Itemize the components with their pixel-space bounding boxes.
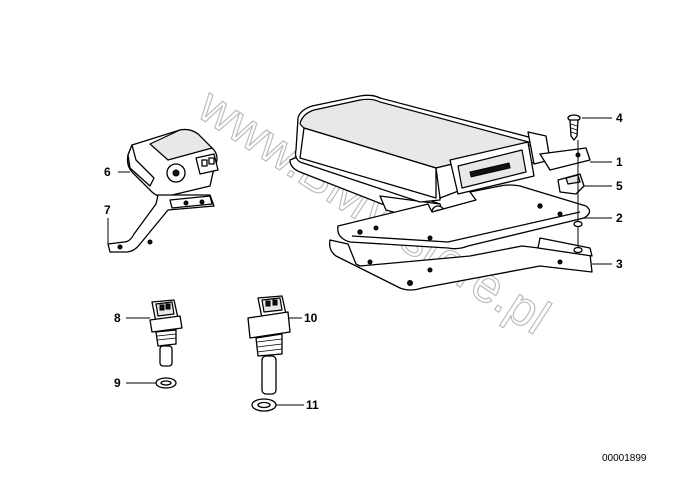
callout-4: 4	[616, 111, 623, 125]
callout-10: 10	[304, 311, 318, 325]
part-10-sensor[interactable]	[247, 295, 291, 395]
part-7-bracket[interactable]	[107, 194, 215, 253]
control-unit[interactable]	[289, 94, 591, 225]
callout-1: 1	[616, 155, 623, 169]
part-4-screw[interactable]	[567, 114, 581, 141]
part-2-mounting-plate[interactable]	[337, 184, 591, 250]
washer-2	[573, 220, 583, 228]
callout-6: 6	[104, 165, 111, 179]
diagram-number: 00001899	[602, 453, 647, 464]
part-9-washer[interactable]	[155, 377, 177, 389]
callout-2: 2	[616, 211, 623, 225]
part-6-relay[interactable]	[126, 128, 219, 198]
callout-11: 11	[306, 398, 319, 412]
leader-lines	[107, 117, 612, 406]
part-11-washer[interactable]	[251, 398, 277, 412]
callout-9: 9	[114, 376, 121, 390]
callout-5: 5	[616, 179, 623, 193]
callout-8: 8	[114, 311, 121, 325]
part-8-sensor[interactable]	[149, 299, 183, 367]
part-5-clip-nut[interactable]	[557, 173, 585, 195]
callout-3: 3	[616, 257, 623, 271]
washer-3	[573, 246, 583, 254]
callout-7: 7	[104, 203, 111, 217]
